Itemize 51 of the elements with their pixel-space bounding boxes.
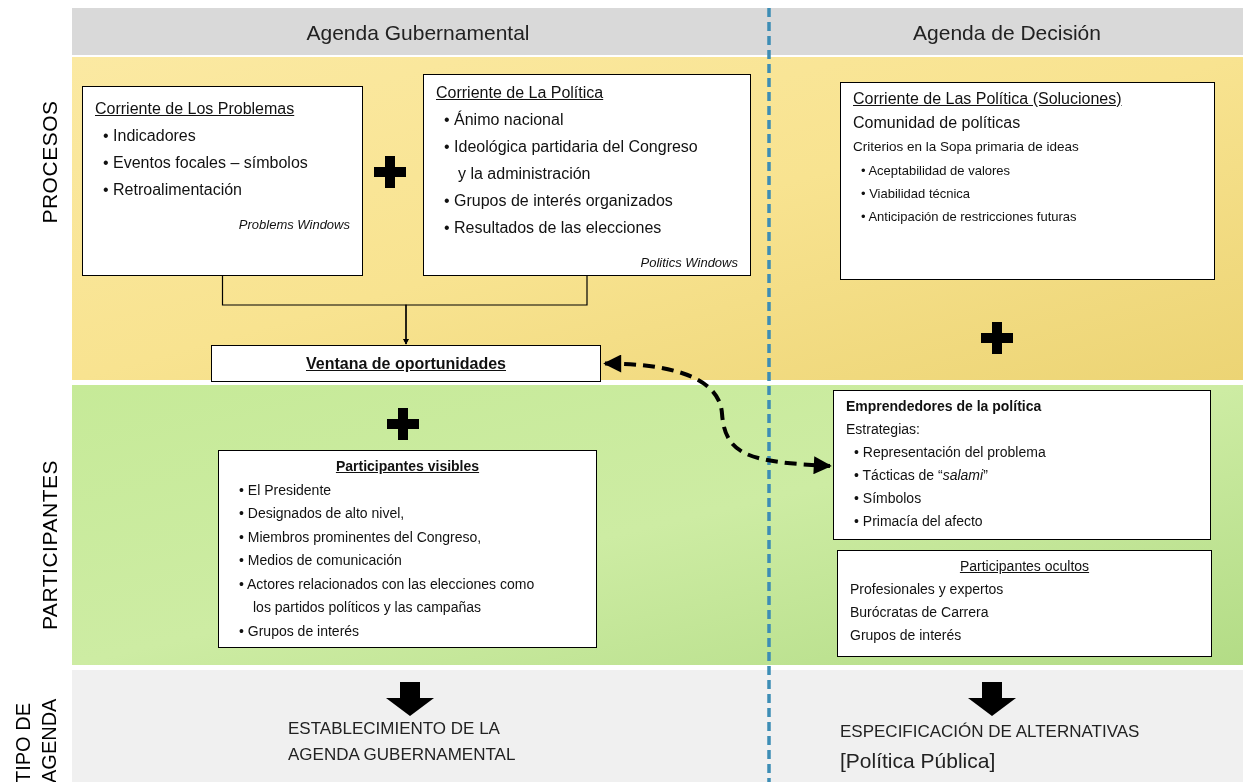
bullet-item: • Eventos focales – símbolos	[102, 153, 309, 173]
dashed-arrow	[603, 354, 832, 475]
bullet-item: • El Presidente	[238, 480, 333, 500]
column-header: Agenda de Decisión	[913, 20, 1101, 47]
content-box	[82, 86, 363, 276]
column-header: Agenda Gubernamental	[306, 20, 530, 47]
row-label: PROCESOS	[37, 100, 63, 224]
box-heading: Corriente de Las Política (Soluciones)	[853, 89, 1122, 109]
highlight-box	[211, 345, 601, 382]
bullet-item: • Indicadores	[102, 126, 197, 146]
box-text: Comunidad de políticas	[853, 113, 1021, 133]
bullet-item: • Miembros prominentes del Congreso,	[238, 527, 483, 547]
bullet-item: • Anticipación de restricciones futuras	[860, 208, 1078, 226]
box-heading: Corriente de La Política	[436, 83, 604, 103]
agenda-type-text: ESTABLECIMIENTO DE LA AGENDA GUBERNAMENTAL	[288, 718, 517, 766]
box-text: Burócratas de Carrera	[850, 603, 989, 622]
agenda-type-text: ESPECIFICACIÓN DE ALTERNATIVAS	[840, 721, 1140, 743]
box-heading: Participantes ocultos	[959, 557, 1090, 576]
bullet-item: • Símbolos	[853, 489, 923, 508]
agenda-type-text: [Política Pública]	[840, 748, 996, 774]
content-box	[837, 550, 1212, 657]
window-note: Problems Windows	[238, 216, 350, 234]
criteria-text: Criterios en la Sopa primaria de ideas	[853, 138, 1079, 156]
bullet-item: • Ideológica partidaria del Congreso y la administración	[443, 137, 699, 184]
box-heading: Ventana de oportunidades	[306, 354, 506, 374]
box-heading: Corriente de Los Problemas	[95, 99, 295, 119]
content-box	[423, 74, 751, 276]
content-box	[840, 82, 1215, 280]
bullet-item: • Grupos de interés	[238, 621, 361, 641]
box-text: Grupos de interés	[850, 626, 962, 645]
bullet-item: • Designados de alto nivel,	[238, 504, 406, 523]
bullet-item: • Primacía del afecto	[853, 512, 984, 531]
bullet-item: • Medios de comunicación	[238, 551, 403, 570]
bullet-item: • Grupos de interés organizados	[443, 191, 674, 211]
box-text: Profesionales y expertos	[850, 580, 1004, 599]
bullet-item: • Retroalimentación	[102, 180, 243, 200]
box-heading: Emprendedores de la política	[846, 397, 1042, 416]
content-box	[218, 450, 597, 648]
row-label: PARTICIPANTES	[37, 459, 63, 631]
bullet-item: • Tácticas de “salami”	[853, 466, 989, 485]
bullet-item: • Aceptabilidad de valores	[860, 162, 1012, 180]
arrow	[403, 275, 588, 345]
content-box	[833, 390, 1211, 540]
bullet-item: • Viabilidad técnica	[860, 185, 972, 203]
window-note: Politics Windows	[640, 254, 738, 272]
bullet-item: • Ánimo nacional	[443, 109, 565, 130]
box-heading: Participantes visibles	[335, 457, 480, 476]
bullet-item: • Actores relacionados con las elecciones como los partidos políticos y las campañas	[238, 574, 536, 617]
bullet-item: • Resultados de las elecciones	[443, 218, 663, 238]
box-text: Estrategias:	[846, 420, 920, 439]
bullet-item: • Representación del problema	[853, 443, 1047, 462]
